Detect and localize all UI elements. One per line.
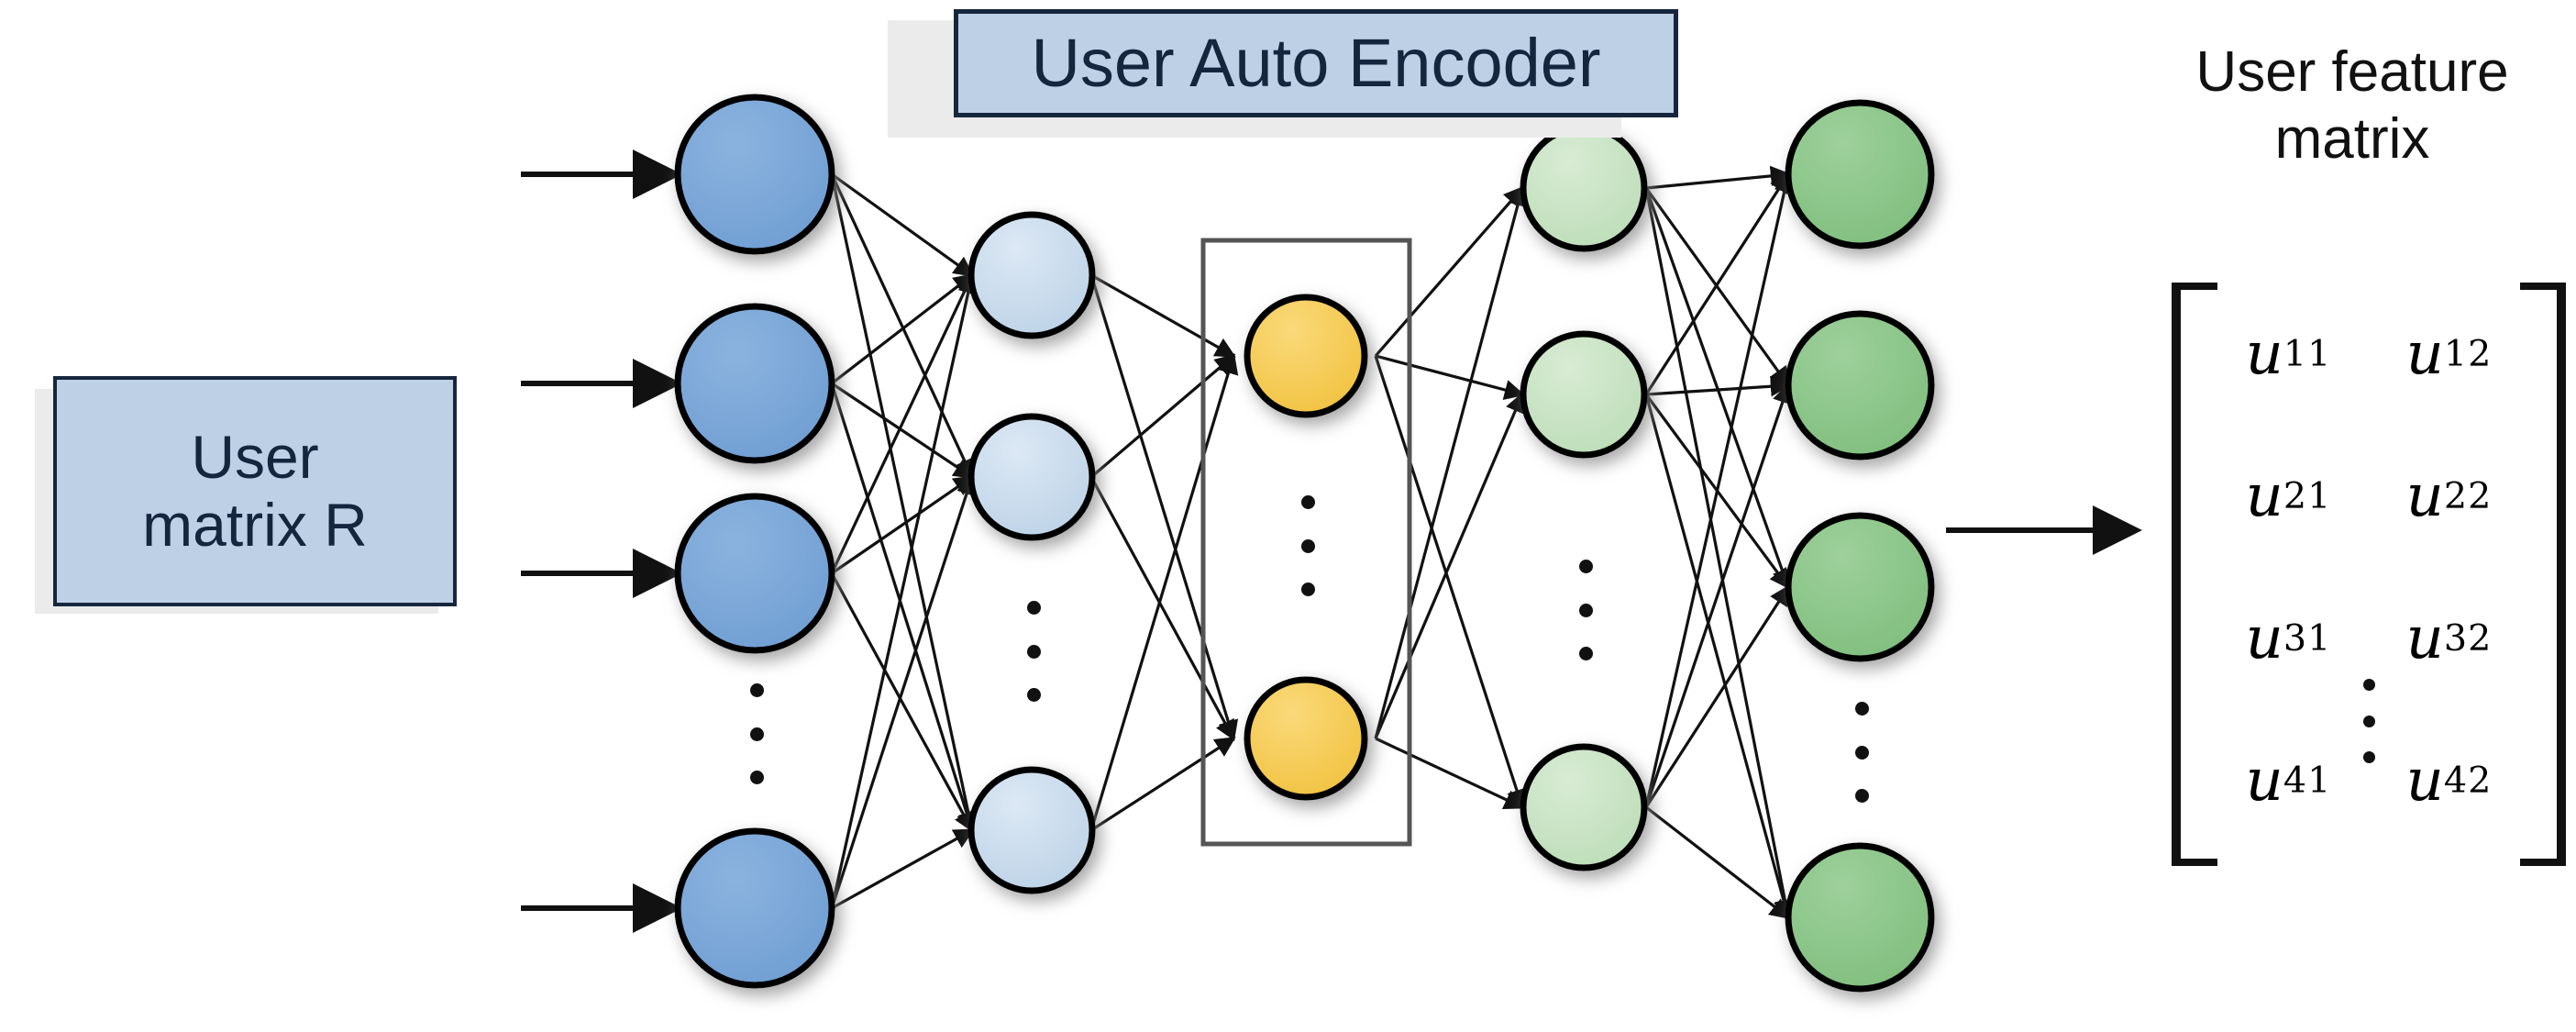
diagram-title: User Auto Encoder: [954, 9, 1678, 117]
matrix-cell-sub: 41: [2283, 759, 2332, 802]
matrix-cell-sub: 32: [2443, 616, 2493, 660]
hidden1-node-2[interactable]: [967, 413, 1096, 541]
matrix-cell-sub: 11: [2283, 332, 2332, 375]
hidden2-node-2[interactable]: [1520, 330, 1648, 459]
input-layer-ellipsis-icon: [749, 683, 764, 784]
edges-input-to-hidden1: [830, 172, 978, 910]
matrix-cell-sub: 22: [2443, 474, 2493, 517]
diagram-title-label: User Auto Encoder: [1031, 24, 1601, 101]
hidden1-node-3[interactable]: [967, 766, 1096, 894]
matrix-cell-sub: 21: [2283, 474, 2332, 517]
user-matrix-label-line2: matrix R: [142, 490, 368, 559]
bottleneck-layer-nodes: [1244, 294, 1368, 801]
output-layer-nodes: [1785, 99, 1935, 993]
hidden2-node-3[interactable]: [1520, 743, 1648, 871]
input-layer-nodes: [674, 94, 835, 989]
input-node-2[interactable]: [674, 303, 835, 464]
matrix-cell-base: u: [2405, 604, 2444, 672]
matrix-cell-base: u: [2245, 319, 2283, 388]
decoder-hidden-layer-nodes: [1520, 124, 1648, 871]
edges-hidden1-to-bottleneck: [1089, 273, 1239, 832]
hidden1-layer-ellipsis-icon: [1026, 601, 1041, 702]
hidden1-node-1[interactable]: [967, 211, 1096, 339]
matrix-cell-base: u: [2405, 461, 2444, 530]
output-node-3[interactable]: [1785, 512, 1935, 662]
bottleneck-code-box: [1200, 238, 1412, 847]
matrix-cell-sub: 42: [2443, 759, 2493, 802]
matrix-left-bracket: [2172, 283, 2217, 866]
matrix-ellipsis-icon: [2172, 679, 2566, 763]
matrix-cell-sub: 12: [2443, 332, 2493, 375]
bottleneck-node-1[interactable]: [1244, 294, 1368, 418]
matrix-cell-base: u: [2405, 746, 2444, 815]
input-node-4[interactable]: [674, 827, 835, 989]
bottleneck-node-2[interactable]: [1244, 676, 1368, 801]
matrix-cell-sub: 31: [2283, 616, 2332, 660]
hidden2-layer-ellipsis-icon: [1578, 560, 1593, 660]
matrix-cell-base: u: [2245, 746, 2283, 815]
output-layer-ellipsis-icon: [1854, 702, 1869, 803]
matrix-cell-base: u: [2405, 319, 2444, 388]
user-matrix-label-line1: User: [191, 422, 319, 491]
input-arrows: [521, 150, 682, 933]
bottleneck-layer-ellipsis-icon: [1300, 495, 1315, 596]
user-matrix-input-box: User matrix R: [53, 376, 457, 606]
output-node-4[interactable]: [1785, 842, 1935, 993]
user-feature-matrix-caption: User feature matrix: [2137, 39, 2568, 172]
output-node-1[interactable]: [1785, 99, 1935, 250]
user-feature-caption-line2: matrix: [2274, 107, 2430, 172]
input-node-1[interactable]: [674, 94, 835, 255]
edges-hidden2-to-output: [1644, 165, 1796, 921]
matrix-cell-base: u: [2245, 461, 2283, 530]
encoder-hidden-layer-nodes: [967, 211, 1096, 894]
edges-bottleneck-to-hidden2: [1374, 184, 1528, 811]
hidden2-node-1[interactable]: [1520, 124, 1648, 252]
input-node-3[interactable]: [674, 493, 835, 654]
matrix-cell-base: u: [2245, 604, 2283, 672]
output-node-2[interactable]: [1785, 310, 1935, 461]
matrix-right-bracket: [2520, 283, 2566, 866]
user-feature-caption-line1: User feature: [2195, 40, 2509, 104]
